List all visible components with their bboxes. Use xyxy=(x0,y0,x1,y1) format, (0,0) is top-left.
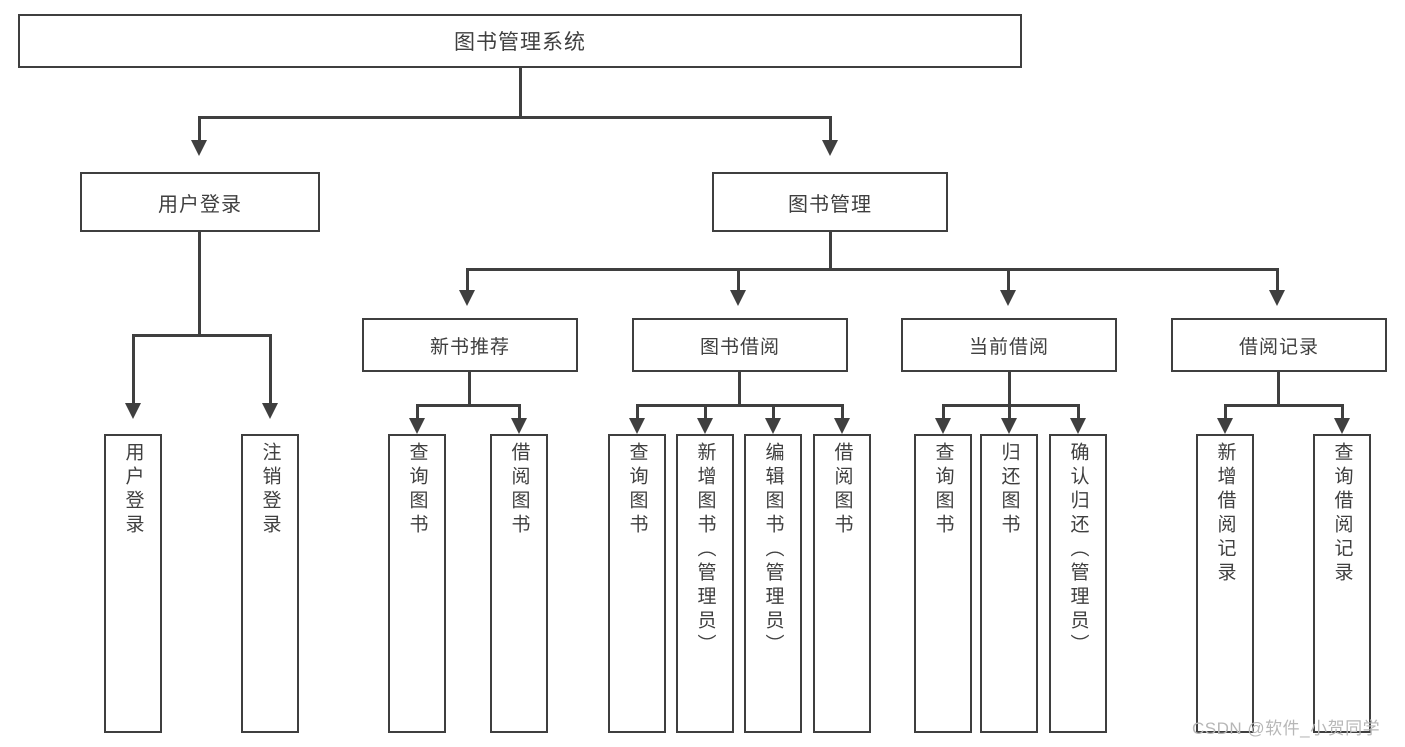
leaf-borrow-book-2[interactable]: 借阅图书 xyxy=(813,434,871,733)
arrow-to-current-borrow xyxy=(1000,290,1016,306)
connector-current-borrow-stem xyxy=(1008,372,1011,406)
connector-new-book-rec-stem xyxy=(468,372,471,406)
connector-level2-bar xyxy=(466,268,1279,271)
node-root[interactable]: 图书管理系统 xyxy=(18,14,1022,68)
leaf-edit-book-admin-label: 编辑图书（管理员） xyxy=(762,442,784,658)
arrow-to-leaf-logout xyxy=(262,403,278,419)
arrow-root-to-user-login xyxy=(191,140,207,156)
node-borrow-record[interactable]: 借阅记录 xyxy=(1171,318,1387,372)
arrow-to-leaf-add-borrow-record xyxy=(1217,418,1233,434)
connector-current-borrow-c3 xyxy=(1077,404,1080,422)
connector-new-book-rec-c1 xyxy=(416,404,419,422)
connector-root-bar xyxy=(198,116,832,119)
arrow-to-leaf-borrow-book-2 xyxy=(834,418,850,434)
arrow-to-book-borrow xyxy=(730,290,746,306)
leaf-confirm-return-admin-label: 确认归还（管理员） xyxy=(1067,442,1089,658)
node-user-login-label: 用户登录 xyxy=(158,193,242,216)
arrow-root-to-book-mgmt xyxy=(822,140,838,156)
leaf-query-book-3[interactable]: 查询图书 xyxy=(914,434,972,733)
connector-user-login-right xyxy=(269,334,272,406)
node-book-management-label: 图书管理 xyxy=(788,193,872,216)
leaf-confirm-return-admin[interactable]: 确认归还（管理员） xyxy=(1049,434,1107,733)
leaf-borrow-book-2-label: 借阅图书 xyxy=(831,442,853,538)
connector-user-login-bar xyxy=(132,334,272,337)
leaf-add-borrow-record-label: 新增借阅记录 xyxy=(1214,442,1236,586)
connector-current-borrow-c1 xyxy=(942,404,945,422)
arrow-to-leaf-user-login xyxy=(125,403,141,419)
connector-book-borrow-c2 xyxy=(704,404,707,422)
connector-current-borrow-bar xyxy=(942,404,1080,407)
leaf-add-borrow-record[interactable]: 新增借阅记录 xyxy=(1196,434,1254,733)
node-book-borrow[interactable]: 图书借阅 xyxy=(632,318,848,372)
node-new-book-recommend[interactable]: 新书推荐 xyxy=(362,318,578,372)
node-current-borrow[interactable]: 当前借阅 xyxy=(901,318,1117,372)
connector-root-stem xyxy=(519,68,522,118)
leaf-add-book-admin-label: 新增图书（管理员） xyxy=(694,442,716,658)
arrow-to-leaf-query-book-1 xyxy=(409,418,425,434)
leaf-query-borrow-record[interactable]: 查询借阅记录 xyxy=(1313,434,1371,733)
leaf-borrow-book-1-label: 借阅图书 xyxy=(508,442,530,538)
connector-user-login-left xyxy=(132,334,135,406)
arrow-to-leaf-confirm-return xyxy=(1070,418,1086,434)
node-user-login[interactable]: 用户登录 xyxy=(80,172,320,232)
connector-borrow-record-c2 xyxy=(1341,404,1344,422)
connector-borrow-record-stem xyxy=(1277,372,1280,406)
connector-book-borrow-c4 xyxy=(841,404,844,422)
node-book-management[interactable]: 图书管理 xyxy=(712,172,948,232)
leaf-logout-label: 注销登录 xyxy=(259,442,281,538)
leaf-user-login[interactable]: 用户登录 xyxy=(104,434,162,733)
connector-book-borrow-stem xyxy=(738,372,741,406)
arrow-to-leaf-query-book-2 xyxy=(629,418,645,434)
arrow-to-leaf-add-book xyxy=(697,418,713,434)
connector-new-book-rec-c2 xyxy=(518,404,521,422)
connector-to-borrow-record xyxy=(1276,268,1279,294)
csdn-watermark-text: CSDN @软件_小贺同学 xyxy=(1192,719,1381,738)
connector-borrow-record-bar xyxy=(1224,404,1344,407)
connector-to-book-borrow xyxy=(737,268,740,294)
node-new-book-recommend-label: 新书推荐 xyxy=(429,336,510,358)
leaf-query-book-2[interactable]: 查询图书 xyxy=(608,434,666,733)
connector-to-new-book-rec xyxy=(466,268,469,294)
connector-book-mgmt-stem xyxy=(829,232,832,270)
leaf-return-book-label: 归还图书 xyxy=(998,442,1020,538)
connector-book-borrow-c3 xyxy=(772,404,775,422)
connector-book-borrow-bar xyxy=(636,404,844,407)
leaf-return-book[interactable]: 归还图书 xyxy=(980,434,1038,733)
connector-user-login-stem xyxy=(198,232,201,336)
connector-borrow-record-c1 xyxy=(1224,404,1227,422)
leaf-query-borrow-record-label: 查询借阅记录 xyxy=(1331,442,1353,586)
connector-book-borrow-c1 xyxy=(636,404,639,422)
node-borrow-record-label: 借阅记录 xyxy=(1238,336,1319,358)
connector-current-borrow-c2 xyxy=(1008,404,1011,422)
leaf-query-book-1[interactable]: 查询图书 xyxy=(388,434,446,733)
leaf-query-book-2-label: 查询图书 xyxy=(626,442,648,538)
node-current-borrow-label: 当前借阅 xyxy=(968,336,1049,358)
leaf-query-book-3-label: 查询图书 xyxy=(932,442,954,538)
leaf-edit-book-admin[interactable]: 编辑图书（管理员） xyxy=(744,434,802,733)
leaf-logout[interactable]: 注销登录 xyxy=(241,434,299,733)
arrow-to-borrow-record xyxy=(1269,290,1285,306)
node-book-borrow-label: 图书借阅 xyxy=(699,336,780,358)
csdn-watermark: CSDN @软件_小贺同学 xyxy=(1192,714,1380,739)
connector-root-to-book-mgmt xyxy=(829,116,832,144)
connector-root-to-user-login xyxy=(198,116,201,144)
leaf-add-book-admin[interactable]: 新增图书（管理员） xyxy=(676,434,734,733)
connector-new-book-rec-bar xyxy=(416,404,521,407)
arrow-to-new-book-rec xyxy=(459,290,475,306)
arrow-to-leaf-edit-book xyxy=(765,418,781,434)
arrow-to-leaf-query-book-3 xyxy=(935,418,951,434)
arrow-to-leaf-return-book xyxy=(1001,418,1017,434)
leaf-user-login-label: 用户登录 xyxy=(122,442,144,538)
node-root-label: 图书管理系统 xyxy=(454,31,586,54)
arrow-to-leaf-borrow-book-1 xyxy=(511,418,527,434)
leaf-borrow-book-1[interactable]: 借阅图书 xyxy=(490,434,548,733)
arrow-to-leaf-query-borrow-record xyxy=(1334,418,1350,434)
leaf-query-book-1-label: 查询图书 xyxy=(406,442,428,538)
connector-to-current-borrow xyxy=(1007,268,1010,294)
